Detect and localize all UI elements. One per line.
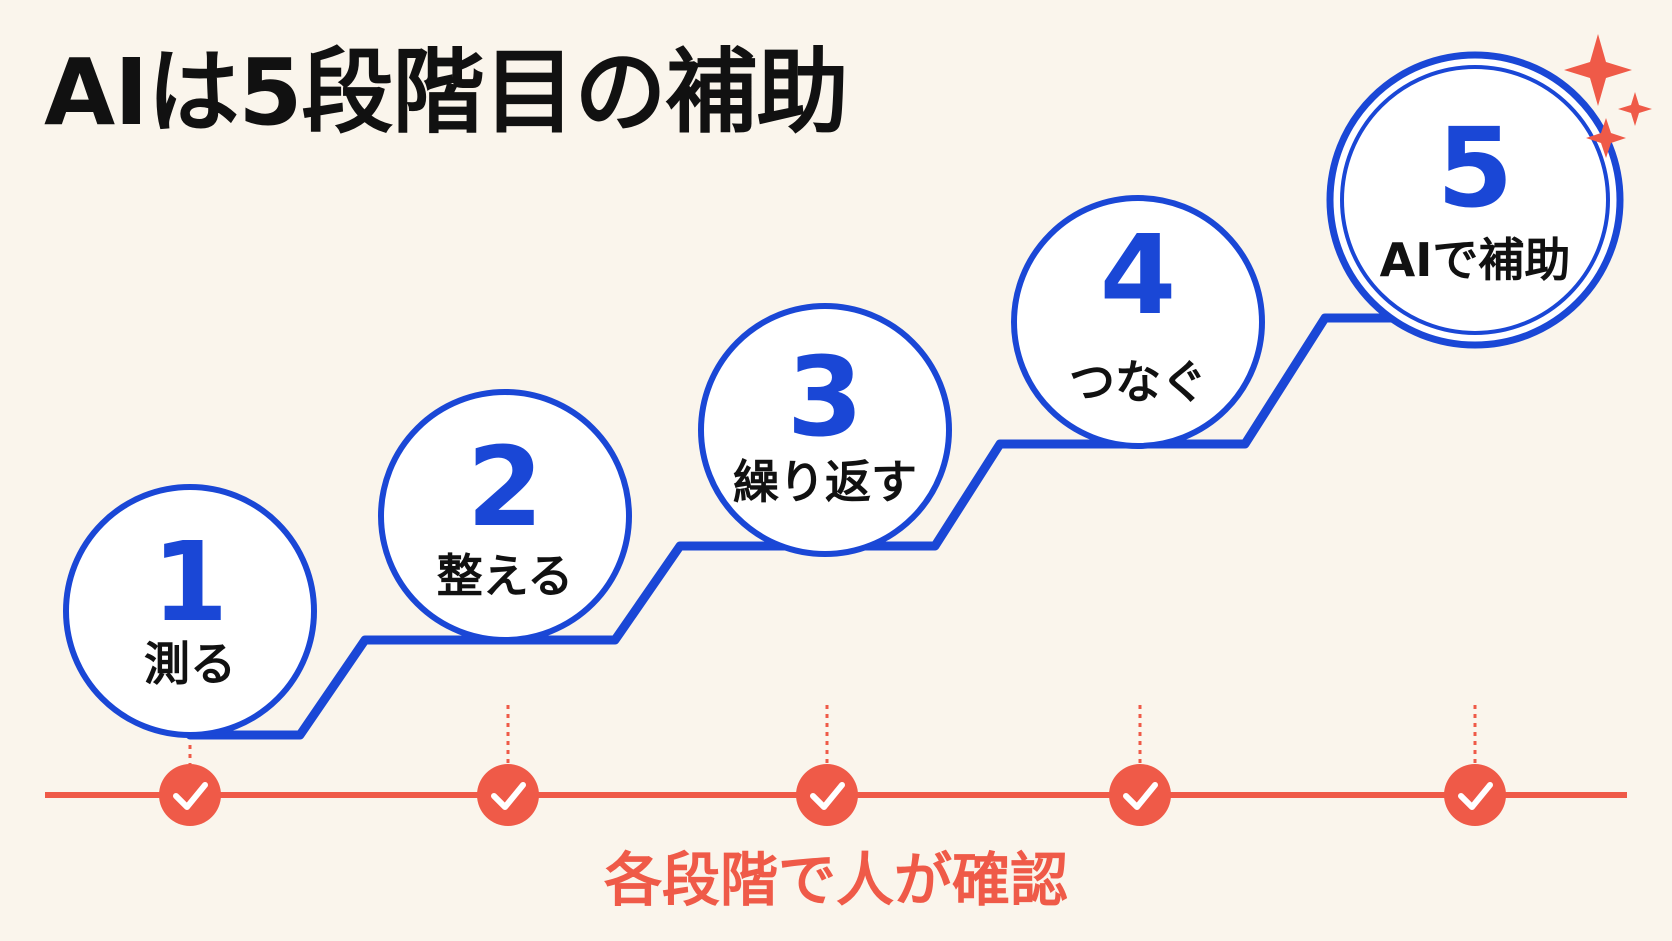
step-number: 1 [152, 518, 229, 646]
step-number: 2 [467, 423, 544, 551]
check-circle-icon [1109, 764, 1171, 826]
step-circle [1011, 195, 1265, 449]
step-circle [698, 303, 952, 557]
page-title: AIは5段階目の補助 [44, 39, 848, 146]
step-circle [378, 389, 632, 643]
step-number: 4 [1100, 211, 1177, 339]
step-3: 3 繰り返す [698, 303, 952, 557]
check-circle-icon [477, 764, 539, 826]
step-5: 5 AIで補助 [1326, 51, 1624, 349]
step-1: 1 測る [63, 484, 317, 738]
sparkle-icon [1564, 34, 1652, 158]
check-caption: 各段階で人が確認 [604, 846, 1068, 914]
step-label: 繰り返す [733, 455, 917, 509]
step-circle [63, 484, 317, 738]
check-circle-icon [159, 764, 221, 826]
step-label: つなぐ [1069, 355, 1207, 409]
step-4: 4 つなぐ [1011, 195, 1265, 449]
step-number: 3 [787, 333, 864, 461]
checkpoint-connectors [188, 705, 1477, 768]
check-circle-icon [1444, 764, 1506, 826]
step-label: 測る [144, 637, 236, 691]
step-circle-outer [1326, 51, 1624, 349]
step-label: AIで補助 [1380, 233, 1571, 287]
step-2: 2 整える [378, 389, 632, 643]
step-number: 5 [1437, 104, 1514, 232]
step-label: 整える [437, 549, 574, 603]
step-circle-inner [1340, 65, 1610, 335]
check-circle-icon [796, 764, 858, 826]
